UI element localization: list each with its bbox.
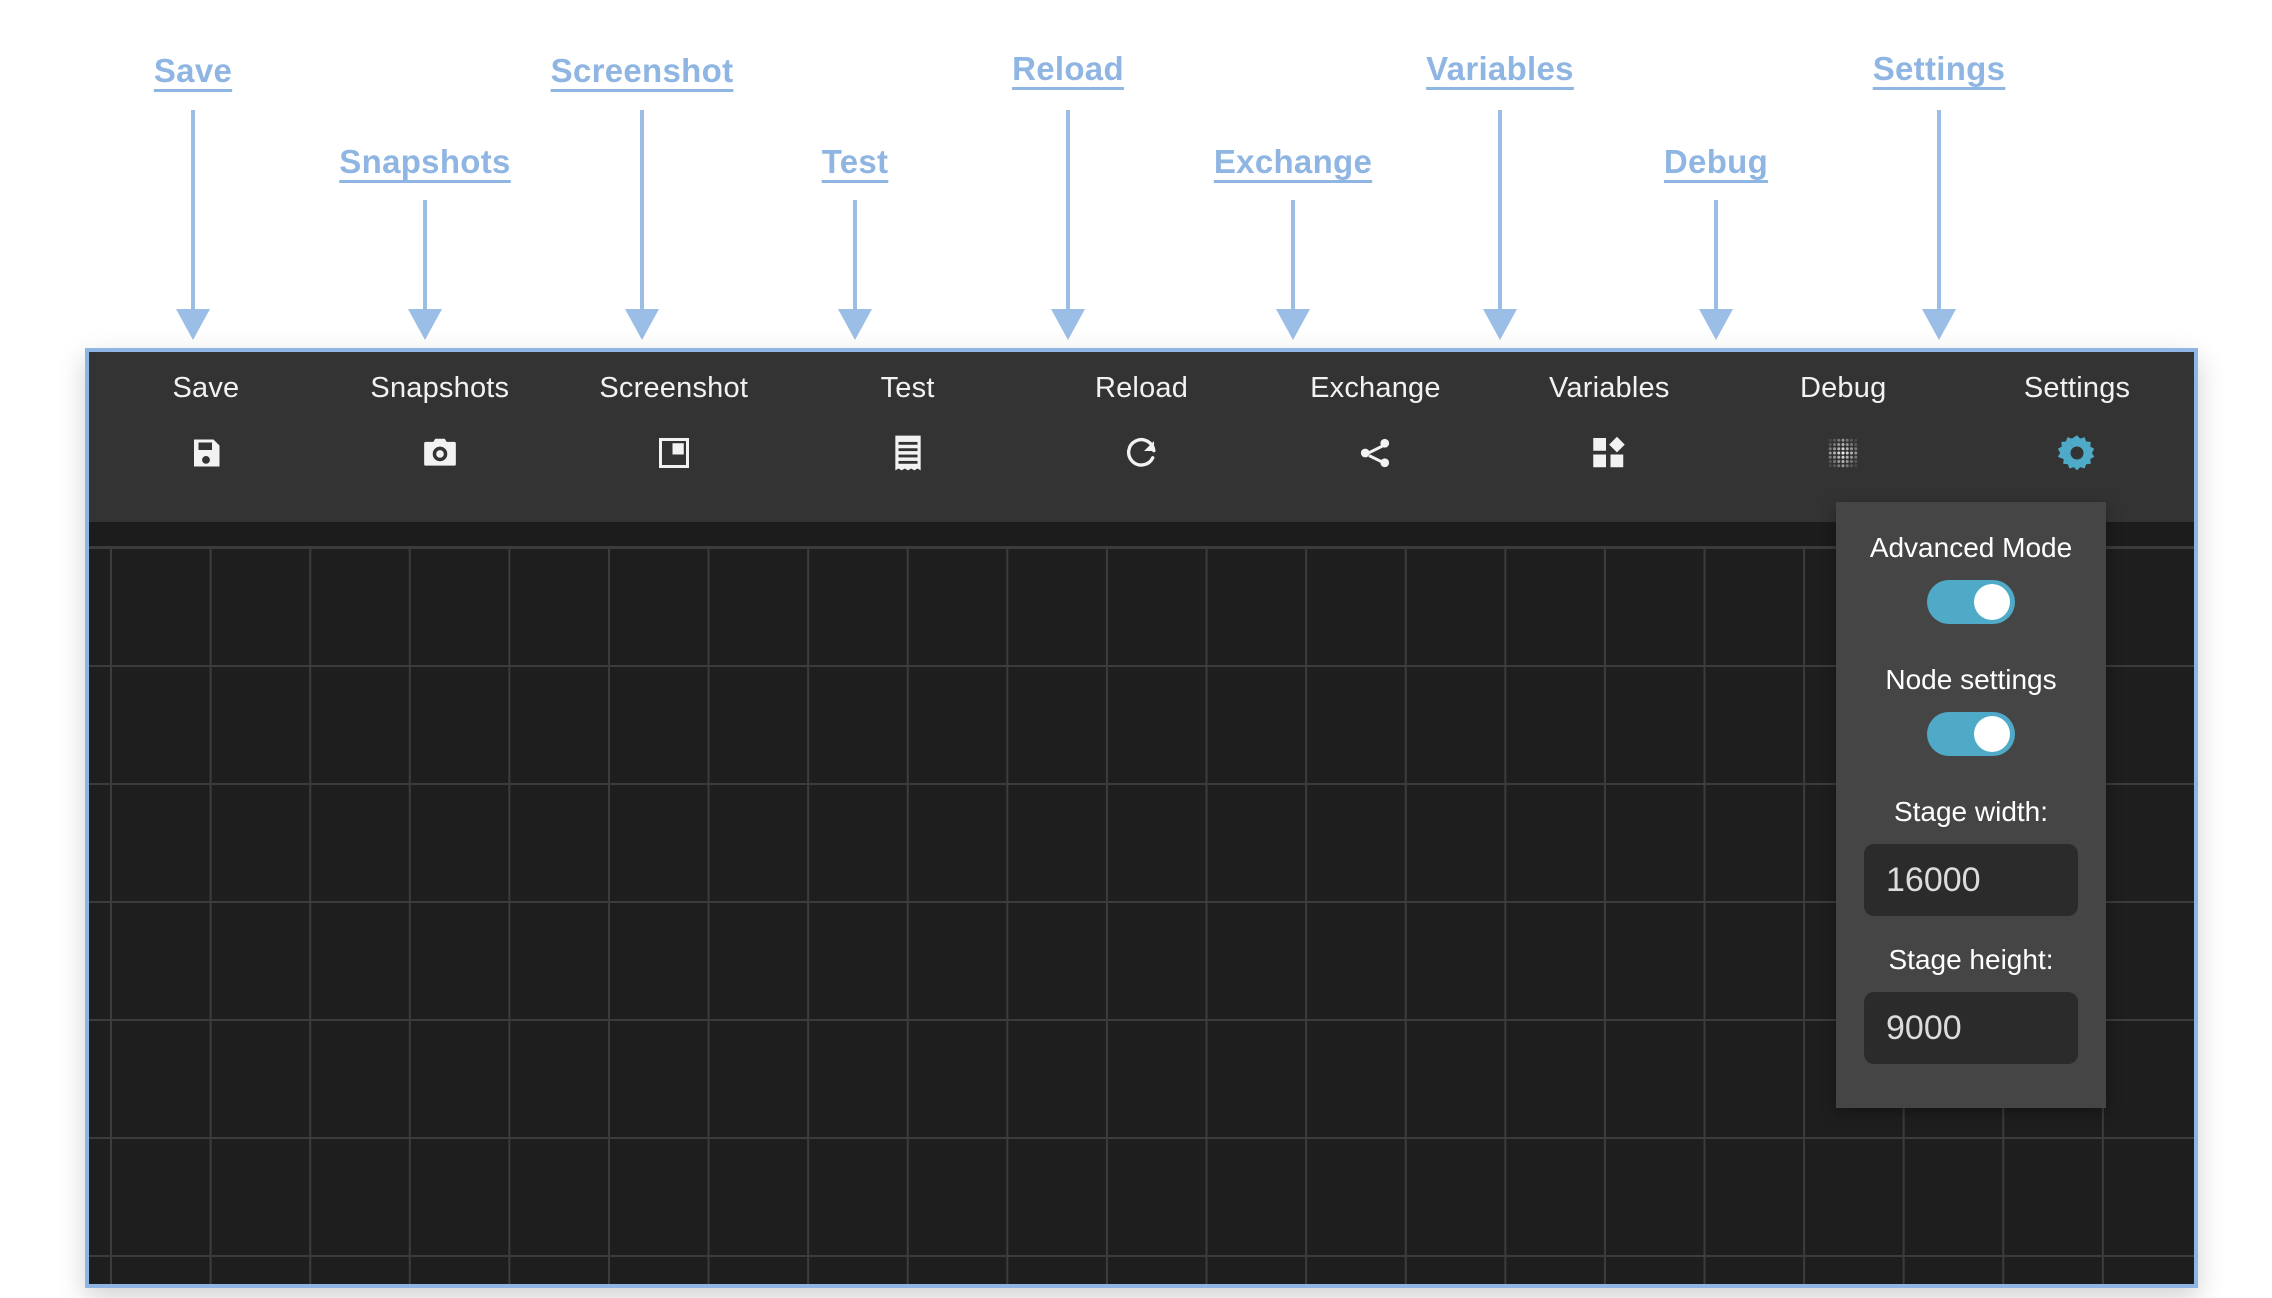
stage-height-label: Stage height: bbox=[1888, 944, 2054, 975]
node-settings-toggle[interactable] bbox=[1927, 712, 2015, 756]
toggle-knob-icon bbox=[1974, 584, 2010, 620]
toolbar-item-label: Save bbox=[172, 372, 240, 404]
arrow-shaft bbox=[1498, 110, 1502, 309]
toolbar-item-snapshots[interactable]: Snapshots bbox=[323, 352, 557, 473]
toolbar-item-debug[interactable]: Debug bbox=[1726, 352, 1960, 473]
receipt-icon[interactable] bbox=[888, 433, 928, 473]
floppy-disk-icon[interactable] bbox=[186, 433, 226, 473]
arrow-head bbox=[176, 309, 210, 340]
toolbar-item-label: Settings bbox=[2023, 372, 2131, 404]
stage-height-input[interactable] bbox=[1864, 992, 2078, 1064]
arrow-head bbox=[1276, 309, 1310, 340]
arrow-head bbox=[1483, 309, 1517, 340]
annotation-arrow-save-icon bbox=[173, 110, 213, 340]
toolbar-item-settings[interactable]: Settings bbox=[1960, 352, 2194, 473]
advanced-mode-toggle[interactable] bbox=[1927, 580, 2015, 624]
toolbar-item-test[interactable]: Test bbox=[791, 352, 1025, 473]
arrow-shaft bbox=[853, 200, 857, 309]
annotation-label-reload: Reload bbox=[1012, 50, 1124, 87]
screenshot-icon[interactable] bbox=[654, 433, 694, 473]
arrow-head bbox=[1699, 309, 1733, 340]
annotation-label-debug: Debug bbox=[1663, 143, 1769, 180]
annotation-label-test: Test bbox=[821, 143, 889, 180]
toolbar-item-variables[interactable]: Variables bbox=[1492, 352, 1726, 473]
dot-grid-icon[interactable] bbox=[1823, 433, 1863, 473]
toolbar-item-label: Test bbox=[880, 372, 935, 404]
arrow-shaft bbox=[1066, 110, 1070, 309]
arrow-head bbox=[1922, 309, 1956, 340]
annotation-label-screenshot: Screenshot bbox=[550, 52, 734, 89]
stage-width-label: Stage width: bbox=[1893, 796, 2049, 827]
arrow-head bbox=[408, 309, 442, 340]
camera-icon[interactable] bbox=[420, 433, 460, 473]
annotation-arrow-variables-icon bbox=[1480, 110, 1520, 340]
app-window-frame: Save Snapshots Screenshot Test Reload Exchang… bbox=[85, 348, 2198, 1288]
stage-height-row: Stage height: bbox=[1836, 930, 2106, 1070]
annotation-arrow-test-icon bbox=[835, 200, 875, 340]
share-icon[interactable] bbox=[1355, 433, 1395, 473]
arrow-head bbox=[625, 309, 659, 340]
toolbar-item-label: Snapshots bbox=[370, 372, 510, 404]
annotation-label-settings: Settings bbox=[1872, 50, 2006, 87]
stage-width-input[interactable] bbox=[1864, 844, 2078, 916]
toolbar-item-label: Reload bbox=[1094, 372, 1189, 404]
arrow-shaft bbox=[1937, 110, 1941, 309]
toolbar-item-label: Screenshot bbox=[599, 372, 749, 404]
node-settings-label: Node settings bbox=[1885, 664, 2057, 695]
annotation-label-snapshots: Snapshots bbox=[339, 143, 511, 180]
toolbar-item-label: Variables bbox=[1549, 372, 1670, 404]
arrow-shaft bbox=[191, 110, 195, 309]
toolbar-item-label: Exchange bbox=[1310, 372, 1441, 404]
annotation-label-save: Save bbox=[153, 52, 233, 89]
toolbar: Save Snapshots Screenshot Test Reload Exchang… bbox=[89, 352, 2194, 522]
annotation-arrow-settings-icon bbox=[1919, 110, 1959, 340]
arrow-head bbox=[838, 309, 872, 340]
annotation-arrow-debug-icon bbox=[1696, 200, 1736, 340]
annotation-label-variables: Variables bbox=[1426, 50, 1574, 87]
gear-icon[interactable] bbox=[2057, 433, 2097, 473]
toolbar-item-screenshot[interactable]: Screenshot bbox=[557, 352, 791, 473]
arrow-shaft bbox=[423, 200, 427, 309]
toolbar-item-label: Debug bbox=[1799, 372, 1887, 404]
annotation-label-exchange: Exchange bbox=[1213, 143, 1373, 180]
toolbar-item-exchange[interactable]: Exchange bbox=[1258, 352, 1492, 473]
annotation-arrow-reload-icon bbox=[1048, 110, 1088, 340]
settings-dropdown-panel: Advanced Mode Node settings Stage width:… bbox=[1836, 502, 2106, 1108]
toggle-knob-icon bbox=[1974, 716, 2010, 752]
advanced-mode-label: Advanced Mode bbox=[1869, 532, 2073, 563]
arrow-shaft bbox=[1291, 200, 1295, 309]
advanced-mode-row: Advanced Mode bbox=[1836, 518, 2106, 642]
blocks-icon[interactable] bbox=[1589, 433, 1629, 473]
stage-width-row: Stage width: bbox=[1836, 782, 2106, 922]
annotation-arrow-snapshots-icon bbox=[405, 200, 445, 340]
reload-icon[interactable] bbox=[1122, 433, 1162, 473]
annotation-arrow-screenshot-icon bbox=[622, 110, 662, 340]
toolbar-item-reload[interactable]: Reload bbox=[1025, 352, 1259, 473]
annotation-arrow-exchange-icon bbox=[1273, 200, 1313, 340]
toolbar-item-save[interactable]: Save bbox=[89, 352, 323, 473]
arrow-head bbox=[1051, 309, 1085, 340]
arrow-shaft bbox=[640, 110, 644, 309]
node-settings-row: Node settings bbox=[1836, 650, 2106, 774]
arrow-shaft bbox=[1714, 200, 1718, 309]
